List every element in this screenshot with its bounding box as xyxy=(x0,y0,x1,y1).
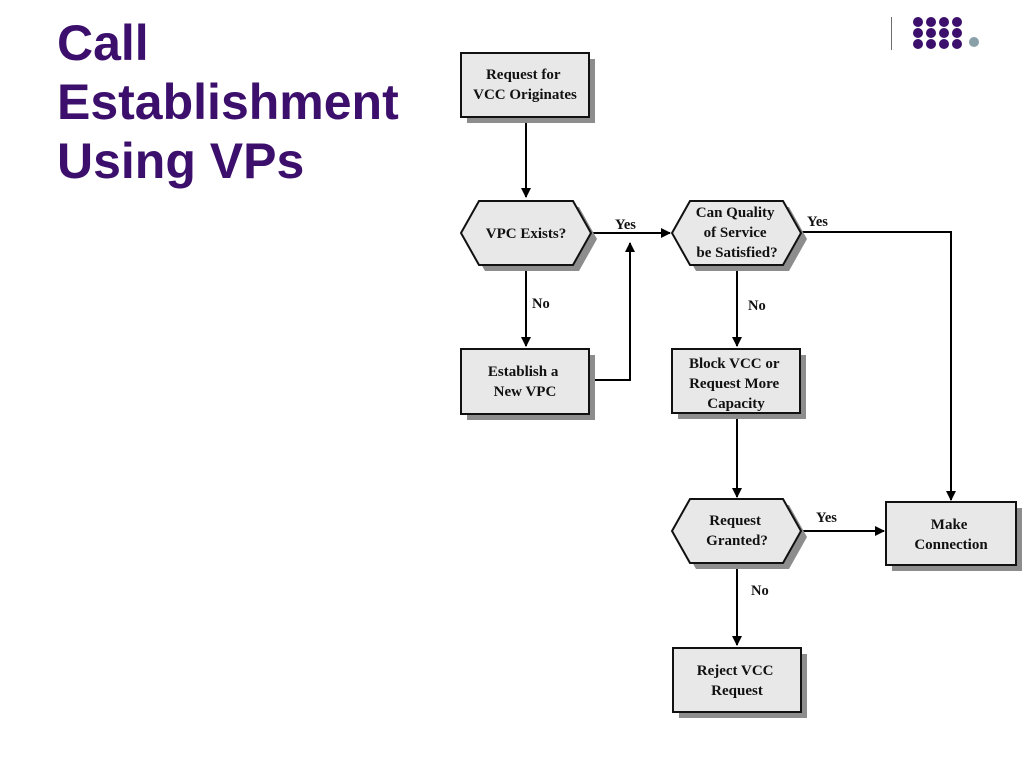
slide-title-line-3: Using VPs xyxy=(57,133,305,189)
node-establish-vpc-label: Establish a New VPC xyxy=(488,364,562,400)
node-reject-vcc-label: Reject VCC Request xyxy=(697,663,778,699)
edge-label-vpc-no: No xyxy=(532,296,550,312)
flowchart-connectors xyxy=(521,117,956,646)
edge-label-qos-yes: Yes xyxy=(807,214,828,230)
slide-title: Call Establishment Using VPs xyxy=(57,14,399,191)
corner-divider xyxy=(891,17,892,50)
node-request-vcc: Request for VCC Originates xyxy=(460,52,595,123)
edge-label-qos-no: No xyxy=(748,298,766,314)
node-qos-satisfied: Can Quality of Service be Satisfied? xyxy=(670,200,807,271)
edge-label-granted-no: No xyxy=(751,583,769,599)
slide-title-line-2: Establishment xyxy=(57,74,399,130)
node-establish-vpc: Establish a New VPC xyxy=(460,348,595,420)
node-reject-vcc: Reject VCC Request xyxy=(672,647,807,718)
node-vpc-exists: VPC Exists? xyxy=(459,200,597,271)
slide-title-line-1: Call xyxy=(57,15,149,71)
node-request-granted-label: Request Granted? xyxy=(706,513,768,549)
node-block-vcc: Block VCC or Request More Capacity xyxy=(671,348,806,419)
arrow-qos-yes-to-connection xyxy=(800,231,956,501)
arrow-establish-back-to-main xyxy=(590,242,635,381)
node-request-vcc-label: Request for VCC Originates xyxy=(473,67,577,103)
node-make-connection-label: Make Connection xyxy=(914,517,988,553)
node-vpc-exists-label: VPC Exists? xyxy=(486,226,566,242)
node-qos-satisfied-label: Can Quality of Service be Satisfied? xyxy=(696,205,779,261)
node-make-connection: Make Connection xyxy=(885,501,1022,571)
node-request-granted: Request Granted? xyxy=(670,498,807,569)
edge-label-vpc-yes: Yes xyxy=(615,217,636,233)
edge-label-granted-yes: Yes xyxy=(816,510,837,526)
node-block-vcc-label: Block VCC or Request More Capacity xyxy=(689,356,783,412)
